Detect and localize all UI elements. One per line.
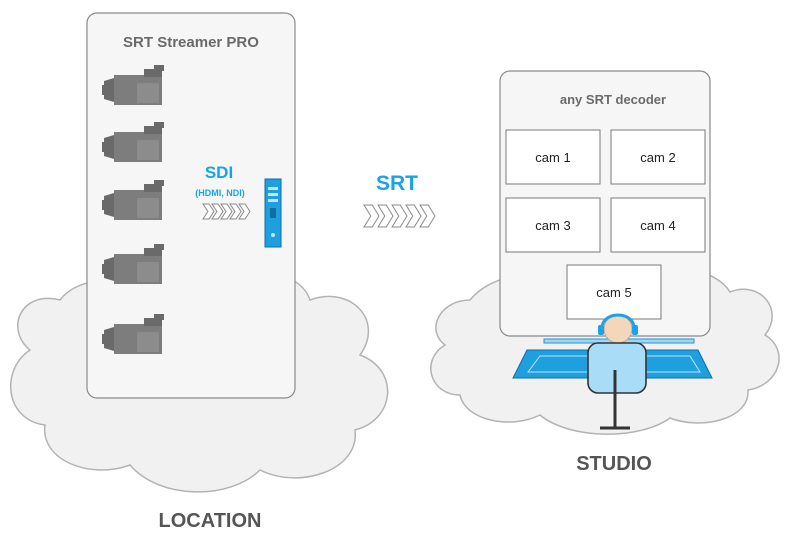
srt-label: SRT <box>376 172 418 195</box>
cam-label-3: cam 3 <box>535 218 570 233</box>
cam-label-5: cam 5 <box>596 285 631 300</box>
sdi-sub-label: (HDMI, NDI) <box>195 188 245 198</box>
sdi-label: SDI <box>205 163 233 182</box>
cam-box-2 <box>610 129 706 185</box>
operator-icon <box>512 313 713 430</box>
location-caption: LOCATION <box>159 510 262 532</box>
cam-grid: cam 1 cam 2 cam 3 cam 4 cam 5 <box>505 129 706 320</box>
sdi-arrow-icon <box>202 203 251 220</box>
video-camera-icon <box>102 180 164 220</box>
studio-caption: STUDIO <box>576 453 652 475</box>
cam-box-5 <box>566 264 662 320</box>
cam-label-2: cam 2 <box>640 150 675 165</box>
cam-label-1: cam 1 <box>535 150 570 165</box>
streamer-device-icon <box>264 178 282 248</box>
cam-label-4: cam 4 <box>640 218 675 233</box>
video-camera-icon <box>102 314 164 354</box>
decoder-title: any SRT decoder <box>560 92 666 107</box>
cam-box-1 <box>505 129 601 185</box>
cam-box-4 <box>610 197 706 253</box>
srt-streamer-panel <box>86 12 296 399</box>
srt-arrow-icon <box>363 204 436 228</box>
video-camera-icon <box>102 122 164 162</box>
device-title: SRT Streamer PRO <box>123 34 259 51</box>
video-camera-icon <box>102 244 164 284</box>
camera-group <box>102 65 164 354</box>
cam-box-3 <box>505 197 601 253</box>
video-camera-icon <box>102 65 164 105</box>
